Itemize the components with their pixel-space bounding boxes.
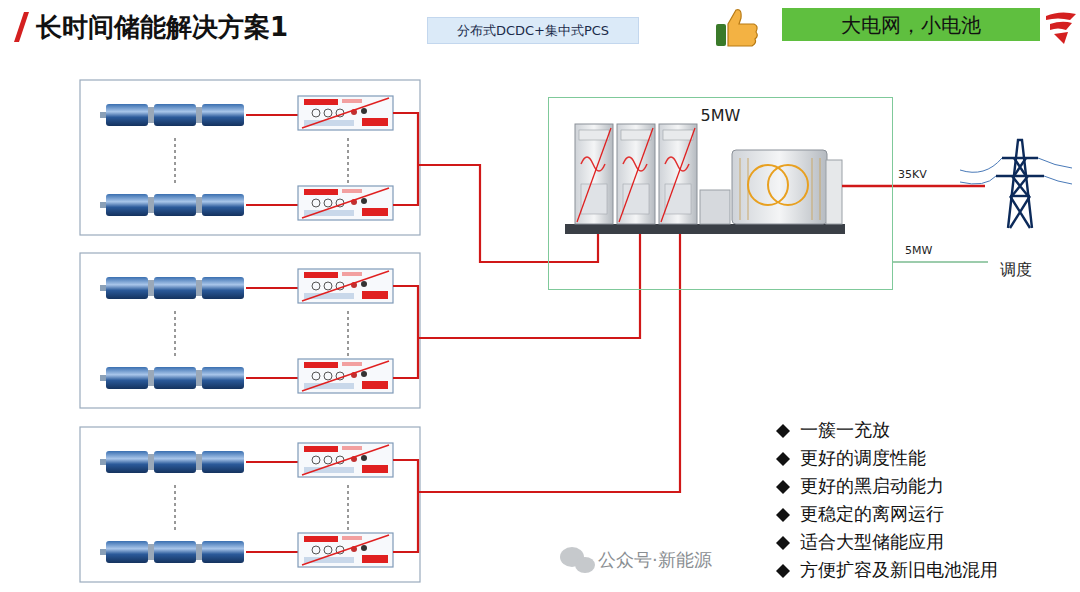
power-label: 5MW: [905, 244, 932, 257]
bullet-text: 方便扩容及新旧电池混用: [800, 559, 998, 581]
bullet-text: 更好的调度性能: [800, 447, 926, 469]
bullet-text: 一簇一充放: [800, 419, 890, 441]
pcs-container: 5MW: [548, 97, 893, 290]
bullet-text: 更稳定的离网运行: [800, 503, 944, 525]
node-text: 5MW: [701, 106, 741, 125]
highlight-box: 大电网，小电池: [782, 8, 1040, 41]
watermark: 公众号·新能源: [598, 549, 712, 571]
bullet-text: 适合大型储能应用: [800, 531, 944, 553]
node-text: 大电网，小电池: [841, 13, 981, 37]
dispatch-label: 调度: [1000, 260, 1032, 279]
voltage-label: 35KV: [898, 168, 927, 181]
title-text: 长时间储能解决方案1: [36, 10, 288, 45]
tag-box: 分布式DCDC+集中式PCS: [427, 17, 639, 44]
node-text: 分布式DCDC+集中式PCS: [457, 23, 609, 39]
bullet-text: 更好的黑启动能力: [800, 475, 944, 497]
